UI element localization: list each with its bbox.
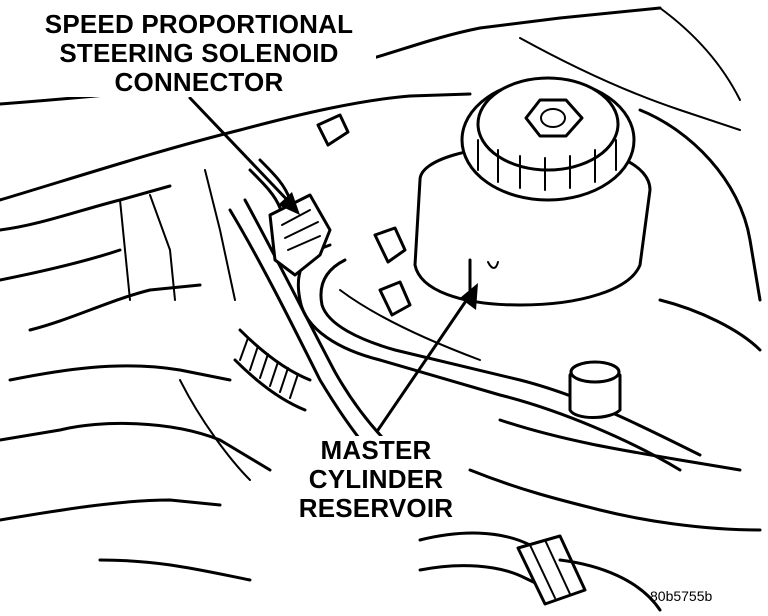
reservoir-label-line-3: RESERVOIR	[298, 493, 454, 523]
right-side-components	[468, 108, 762, 532]
solenoid-label-line-1: SPEED PROPORTIONAL	[44, 9, 354, 39]
reservoir-label-line-2: CYLINDER	[308, 464, 444, 494]
master-cylinder-reservoir	[413, 76, 652, 307]
leader-arrows	[188, 96, 478, 432]
solenoid-connector-label: SPEED PROPORTIONAL STEERING SOLENOID CON…	[22, 10, 376, 97]
master-cylinder-reservoir-label: MASTER CYLINDER RESERVOIR	[288, 436, 464, 523]
solenoid-connector	[248, 113, 412, 317]
hose-clamp	[418, 531, 662, 612]
reservoir-label-line-1: MASTER	[320, 435, 432, 465]
solenoid-label-line-3: CONNECTOR	[114, 67, 284, 97]
solenoid-arrowhead	[278, 192, 300, 215]
figure-id: 80b5755b	[650, 588, 713, 604]
solenoid-label-line-2: STEERING SOLENOID	[59, 38, 339, 68]
reservoir-arrowhead	[460, 283, 478, 310]
corrugated-hose	[233, 328, 312, 412]
engine-components	[0, 169, 272, 582]
